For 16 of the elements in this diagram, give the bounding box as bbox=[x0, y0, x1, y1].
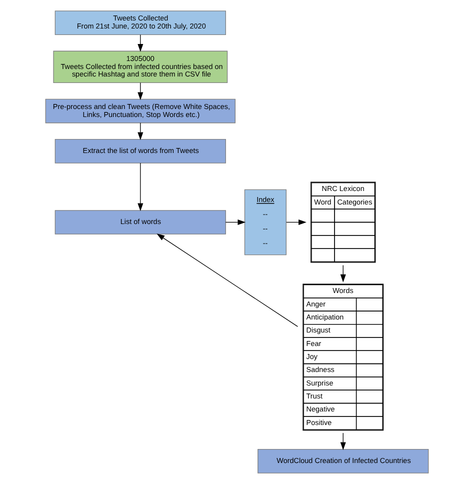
node-box: 1305000 Tweets Collected from infected countries based on specific Hashtag and store them in CSV file bbox=[53, 50, 228, 84]
node-box: WordCloud Creation of Infected Countries bbox=[258, 449, 429, 474]
node-box: List of words bbox=[54, 210, 226, 234]
arrow bbox=[138, 82, 144, 100]
node-box: Extract the list of words from Tweets bbox=[54, 139, 226, 164]
arrow bbox=[156, 234, 298, 327]
arrow bbox=[138, 162, 144, 212]
node-box: Tweets Collected From 21st June, 2020 to 20th July, 2020 bbox=[54, 10, 226, 35]
arrow bbox=[340, 432, 346, 450]
node-box: Pre-process and clean Tweets (Remove White Spaces, Links, Punctuation, Stop Words etc.) bbox=[45, 98, 236, 124]
arrow bbox=[286, 219, 306, 226]
arrow bbox=[138, 122, 144, 140]
arrow bbox=[225, 219, 246, 226]
node-box: Index -- -- -- bbox=[244, 189, 287, 256]
arrow bbox=[138, 34, 144, 52]
arrow bbox=[340, 264, 346, 282]
